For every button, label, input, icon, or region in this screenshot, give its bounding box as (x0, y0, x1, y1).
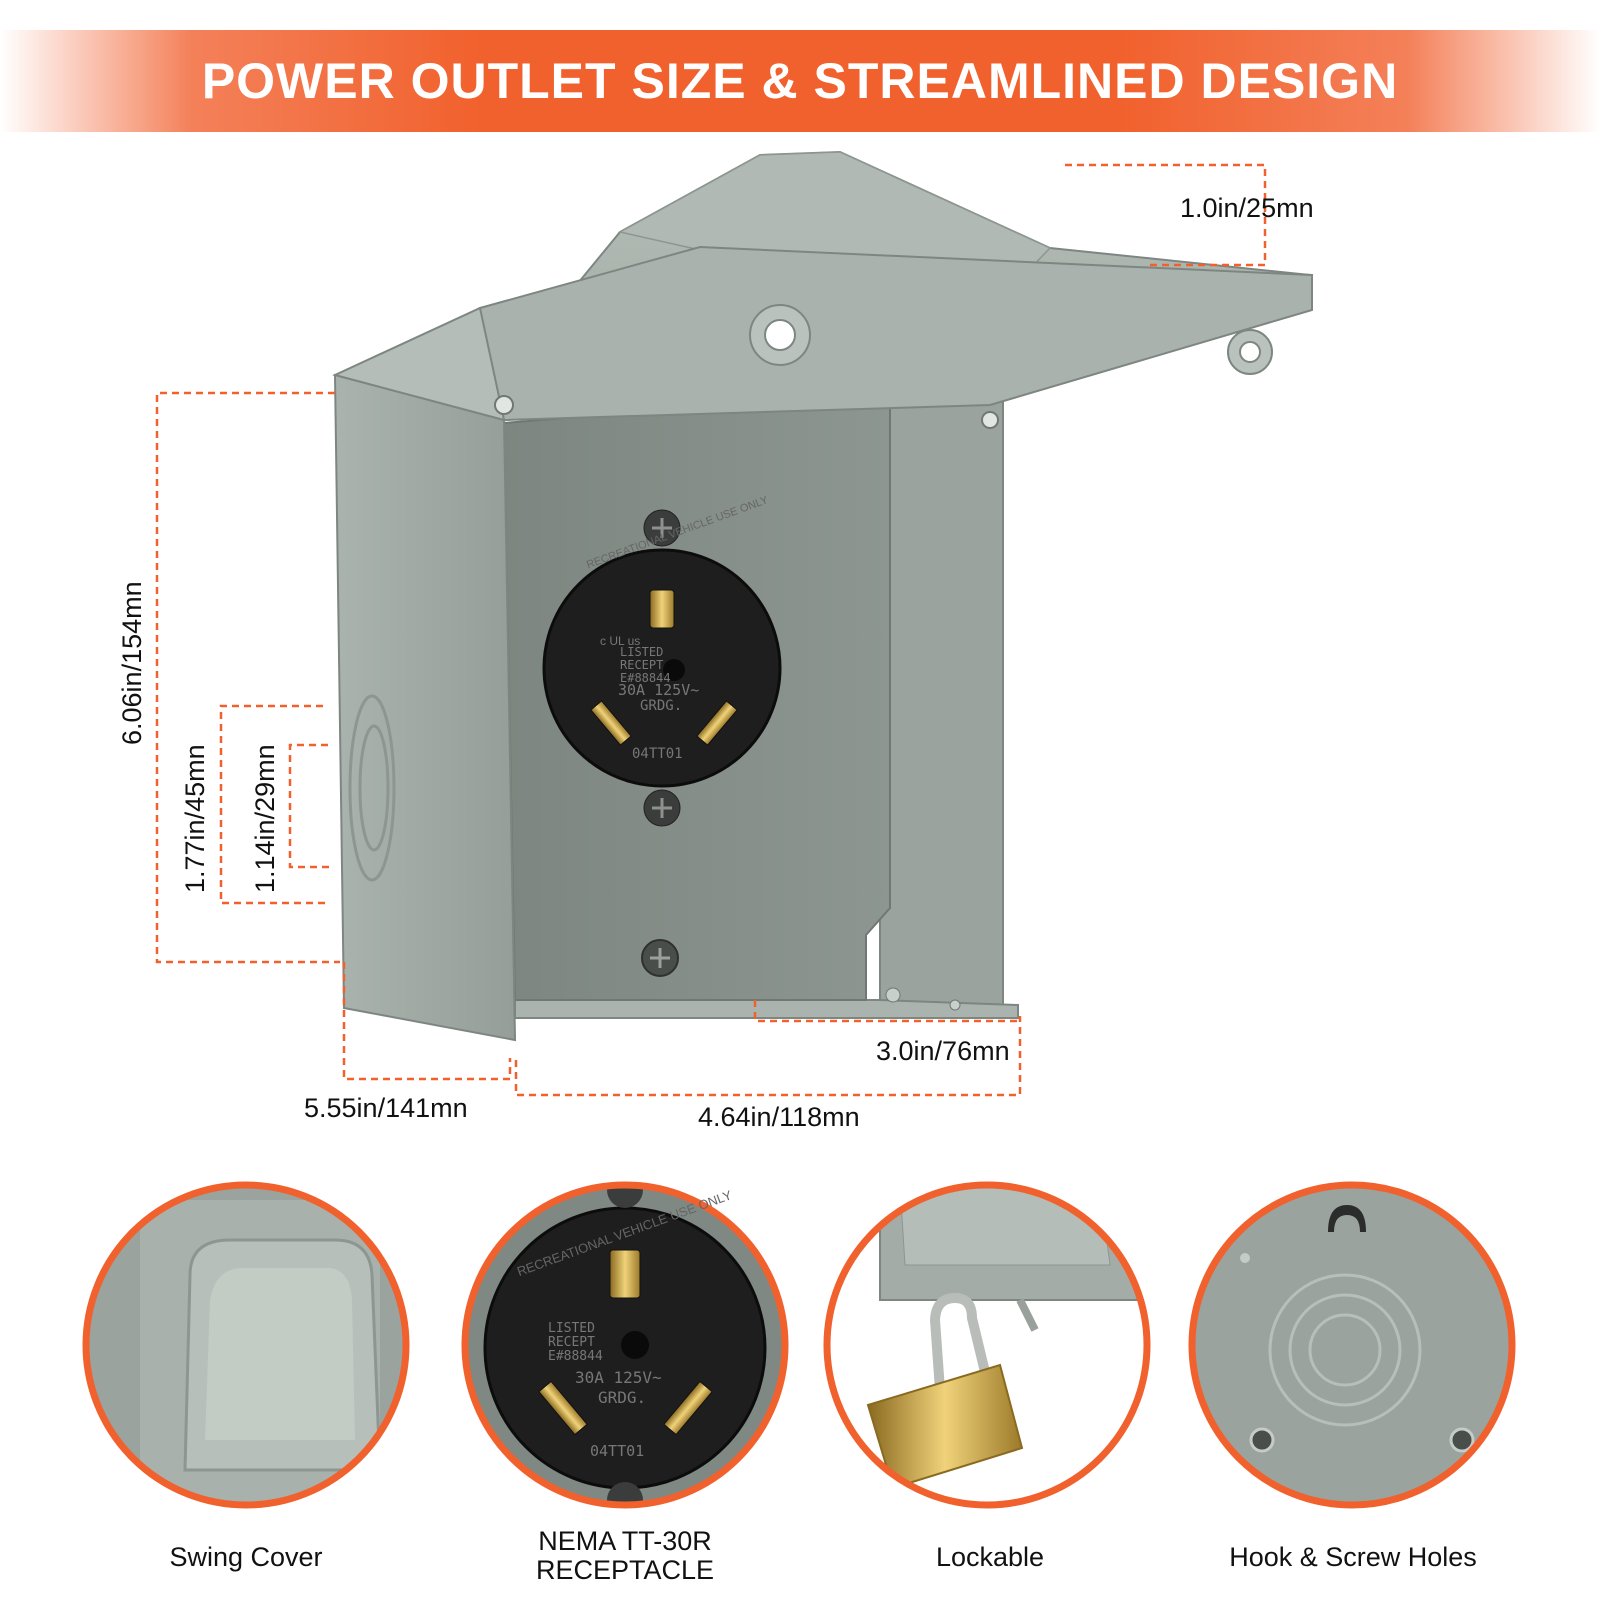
knockout-inner (358, 724, 390, 852)
receptacle-cert-text: c UL us (600, 634, 641, 648)
caption-hook-holes: Hook & Screw Holes (1229, 1542, 1477, 1572)
receptacle-rating-text: 30A 125V~ (618, 681, 700, 699)
feature-hook-holes-image (1188, 1181, 1516, 1509)
bottom-screw (885, 987, 901, 1003)
caption-swing-cover: Swing Cover (169, 1542, 323, 1572)
dimension-lines (155, 163, 1267, 1097)
dim-knockout-inner: 1.14in/29mn (250, 744, 280, 893)
zoom-receptacle-grdg-text: GRDG. (598, 1388, 647, 1407)
tt30r-receptacle (542, 509, 782, 827)
feature-receptacle-image (461, 1181, 789, 1509)
dim-cover-depth: 1.0in/25mn (1180, 193, 1314, 223)
receptacle-model-text: 04TT01 (632, 746, 683, 762)
caption-lockable: Lockable (935, 1542, 1045, 1572)
bottom-screw (949, 999, 961, 1011)
title-banner: POWER OUTLET SIZE & STREAMLINED DESIGN (0, 30, 1600, 132)
swing-lid (478, 150, 1313, 429)
caption-receptacle: NEMA TT-30R RECEPTACLE (535, 1526, 715, 1585)
feature-swing-cover-image (82, 1181, 410, 1509)
knockout-outer (348, 694, 396, 882)
zoom-receptacle-model-text: 04TT01 (590, 1442, 645, 1460)
receptacle-grdg-text: GRDG. (640, 698, 683, 714)
dim-width: 4.64in/118mn (698, 1102, 860, 1132)
dim-depth: 5.55in/141mn (304, 1093, 468, 1123)
feature-lockable-image (823, 1181, 1151, 1509)
banner-title: POWER OUTLET SIZE & STREAMLINED DESIGN (201, 53, 1399, 109)
zoom-receptacle-rating-text: 30A 125V~ (575, 1368, 662, 1387)
box-right-wall (879, 383, 1004, 1006)
dim-knockout-outer: 1.77in/45mn (180, 744, 210, 893)
dim-height: 6.06in/154mn (117, 581, 147, 745)
dim-inner-depth: 3.0in/76mn (876, 1036, 1010, 1066)
box-bottom-ledge (514, 999, 1019, 1019)
